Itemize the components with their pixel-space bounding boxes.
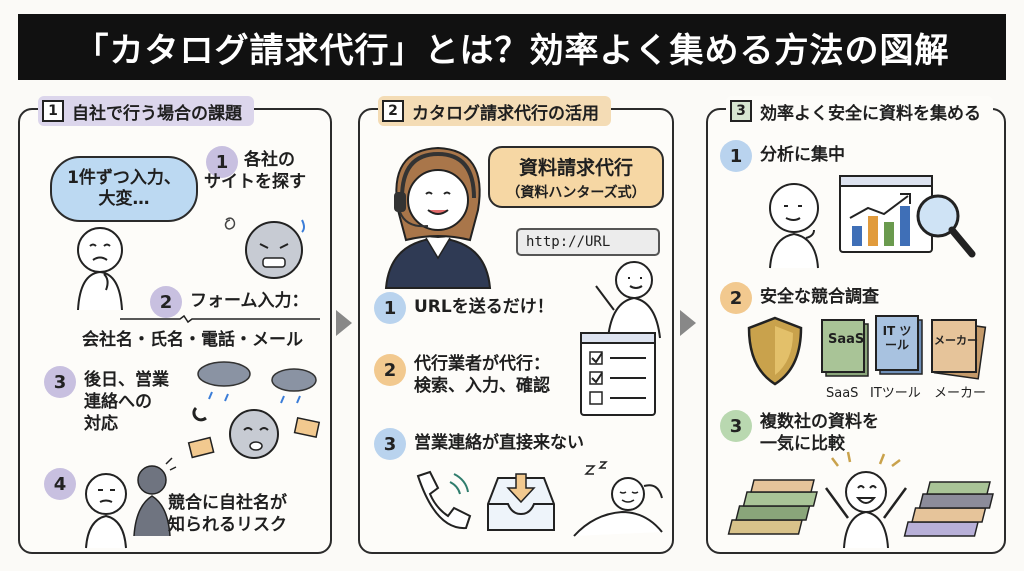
step-1-2-line2: 会社名・氏名・電話・メール [82, 330, 303, 350]
service-name: 資料請求代行 [518, 156, 633, 179]
panel-efficient-collection: 3 効率よく安全に資料を集める 1 分析に集中 2 安全な競合調査 SaaS [706, 96, 1006, 554]
catalog-it-tool-cover: IT ツール [882, 324, 912, 353]
panel-1-number: 1 [42, 100, 64, 122]
rain-cloud-crying-icon [187, 361, 321, 459]
panel-2-heading: 2 カタログ請求代行の活用 [378, 96, 611, 126]
thinking-person-icon [769, 183, 819, 269]
step-1-3-number: 3 [44, 366, 76, 398]
panel-2-title: カタログ請求代行の活用 [412, 103, 599, 124]
step-1-1-line1: 各社の [244, 150, 295, 170]
checklist-icon [580, 332, 656, 416]
service-name-bubble: 資料請求代行 （資料ハンターズ式） [488, 146, 664, 208]
step-2-1-number: 1 [374, 292, 406, 324]
step-3-2-text: 安全な競合調査 [760, 287, 879, 307]
step-2-2-number: 2 [374, 354, 406, 386]
panel-1-heading: 1 自社で行う場合の課題 [38, 96, 254, 126]
step-1-3-line1: 後日、営業 [84, 370, 169, 390]
catalog-maker-caption: メーカー [934, 386, 987, 401]
bubble-line-1: 1件ずつ入力、 [67, 167, 181, 188]
step-1-2-line1: フォーム入力： [190, 291, 309, 311]
bubble-line-2: 大変… [98, 189, 150, 209]
inbox-tray-icon [487, 473, 555, 531]
step-1-3-line3: 対応 [84, 413, 118, 434]
step-2-3-number: 3 [374, 428, 406, 460]
step-1-4-line2: 知られるリスク [168, 514, 287, 535]
step-3-1-number: 1 [720, 140, 752, 172]
url-input[interactable]: http://URL [516, 228, 660, 256]
step-1-1-text: 各社の サイトを探す [204, 150, 306, 194]
service-variant: （資料ハンターズ式） [506, 184, 646, 201]
panel-2-number: 2 [382, 100, 404, 122]
catalog-saas-caption: SaaS [826, 386, 859, 401]
step-1-1-number: 1 [206, 146, 238, 178]
step-3-3-line2: 一気に比較 [760, 433, 845, 454]
step-1-4-line1: 競合に自社名が [168, 493, 287, 513]
suspicious-competitor-icon [85, 457, 177, 549]
step-2-2-line1: 代行業者が代行： [414, 354, 550, 374]
step-1-4-text: 競合に自社名が 知られるリスク [168, 493, 287, 537]
catalog-saas-icon [821, 319, 869, 377]
catalog-it-tool-icon [875, 315, 923, 375]
panel-1-title: 自社で行う場合の課題 [72, 103, 242, 124]
step-2-3-text: 営業連絡が直接来ない [414, 433, 584, 453]
flow-arrow-2-3 [680, 310, 696, 336]
catalog-maker-cover: メーカー [934, 334, 978, 347]
panel-self-challenges: 1 自社で行う場合の課題 1件ずつ入力、 大変… 1 各社の サイトを探す 2 … [18, 96, 332, 554]
catalog-saas-cover: SaaS [828, 332, 865, 347]
step-1-2-number: 2 [150, 286, 182, 318]
panel-3-number: 3 [730, 100, 752, 122]
pointing-user-icon [595, 261, 661, 339]
step-2-1-text: URLを送るだけ！ [414, 297, 554, 317]
support-operator-icon [384, 146, 492, 289]
speech-bubble-tedious: 1件ずつ入力、 大変… [50, 156, 198, 222]
step-2-2-line2: 検索、入力、確認 [414, 375, 550, 396]
step-3-1-text: 分析に集中 [760, 145, 845, 165]
panel-3-heading: 3 効率よく安全に資料を集める [726, 96, 993, 126]
panel-service-usage: 2 カタログ請求代行の活用 資料請求代行 （資料ハンターズ式） http://U… [358, 96, 674, 554]
step-1-4-number: 4 [44, 468, 76, 500]
document-stack-right-icon [903, 481, 994, 537]
zigzag-line-icon [120, 314, 320, 324]
catalog-it-tool-caption: ITツール [870, 386, 921, 401]
stressed-face-icon [224, 217, 305, 279]
step-3-3-number: 3 [720, 410, 752, 442]
catalog-maker-icon [931, 319, 987, 380]
step-3-3-text: 複数社の資料を 一気に比較 [760, 412, 879, 456]
phone-icon [416, 470, 472, 530]
document-stack-left-icon [727, 479, 818, 535]
shield-icon [747, 316, 803, 386]
step-1-3-text: 後日、営業 連絡への 対応 [84, 370, 169, 435]
analysis-chart-icon [839, 175, 976, 258]
step-2-2-text: 代行業者が代行： 検索、入力、確認 [414, 354, 550, 398]
relaxed-person-icon [573, 461, 663, 537]
page-title: 「カタログ請求代行」とは？効率よく集める方法の図解 [18, 14, 1006, 80]
step-1-3-line2: 連絡への [84, 391, 152, 412]
worried-person-icon [77, 227, 123, 311]
step-3-3-line1: 複数社の資料を [760, 412, 879, 432]
flow-arrow-1-2 [336, 310, 352, 336]
step-1-1-line2: サイトを探す [204, 171, 306, 192]
happy-person-icon [824, 451, 908, 549]
panel-3-title: 効率よく安全に資料を集める [760, 103, 981, 124]
step-3-2-number: 2 [720, 282, 752, 314]
